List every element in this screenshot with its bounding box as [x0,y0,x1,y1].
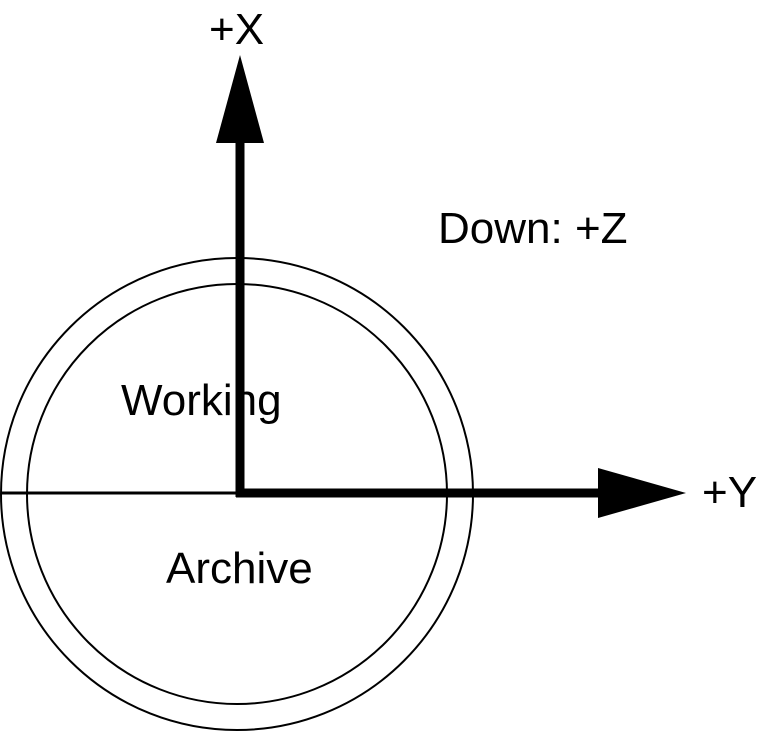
y-axis-label: +Y [702,468,757,517]
upper-region-label: Working [121,376,282,425]
lower-region-label: Archive [166,544,313,593]
x-axis-label: +X [209,5,264,54]
down-z-label: Down: +Z [438,204,628,253]
x-axis-arrowhead [216,55,264,143]
y-axis-arrowhead [598,468,686,518]
